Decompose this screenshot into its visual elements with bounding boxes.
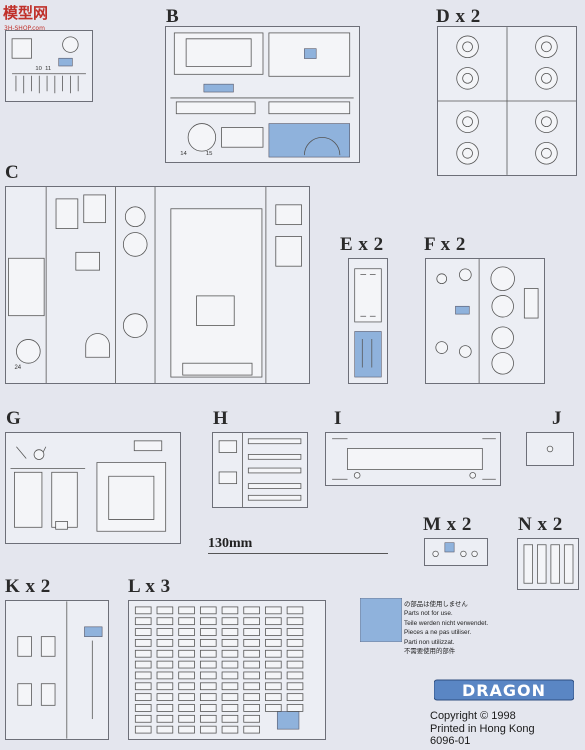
label-l: L x 3 [128,576,171,597]
svg-text:15: 15 [206,151,213,157]
footer: Copyright © 1998 Printed in Hong Kong 60… [430,710,535,748]
printed-text: Printed in Hong Kong [430,722,535,735]
label-n: N x 2 [518,514,563,535]
sprue-l [128,600,326,740]
sprue-h [212,432,308,508]
scale-label: 130mm [208,536,253,551]
svg-text:24: 24 [14,365,21,371]
svg-text:11: 11 [45,66,51,72]
unused-parts-notes: の部品は使用しません Parts not for use. Teile werd… [404,600,488,656]
sprue-f [425,258,545,384]
brand-name: DRAGON [462,681,546,700]
sprue-i [325,432,501,486]
sprue-b: 14 15 [165,26,360,163]
sprue-n [517,538,579,590]
sprue-c: 24 [5,186,310,384]
note-line: Pieces a ne pas utiliser. [404,629,472,637]
note-line: Parti non utilizzat. [404,638,455,646]
scale-line [208,553,388,554]
watermark-title: 模型网 [3,4,48,22]
note-line: Parts not for use. [404,610,453,618]
svg-text:14: 14 [180,151,187,157]
unused-parts-swatch [360,598,402,642]
sprue-m [424,538,488,566]
watermark-subtitle: 3H-SHOP.com [4,25,45,32]
label-f: F x 2 [424,234,466,255]
note-line: 不需要使用的部件 [404,648,456,656]
sprue-g [5,432,181,544]
label-b: B [166,6,180,27]
label-e: E x 2 [340,234,384,255]
svg-text:10: 10 [35,66,42,72]
label-i: I [334,408,342,429]
sprue-e [348,258,388,384]
label-m: M x 2 [423,514,472,535]
note-line: Teile werden nicht verwendet. [404,619,489,627]
label-h: H [213,408,229,429]
watermark-logo: 模型网 3H-SHOP.com [0,0,66,40]
note-line: の部品は使用しません [404,601,468,608]
copyright-text: Copyright © 1998 [430,710,516,722]
sprue-k [5,600,109,740]
label-d: D x 2 [436,6,481,27]
dragon-logo: DRAGON [434,679,574,701]
sprue-j [526,432,574,466]
label-k: K x 2 [5,576,51,597]
label-g: G [6,408,22,429]
label-c: C [5,162,20,183]
sprue-d [437,26,577,176]
label-j: J [552,408,562,429]
product-code: 6096-01 [430,735,471,747]
